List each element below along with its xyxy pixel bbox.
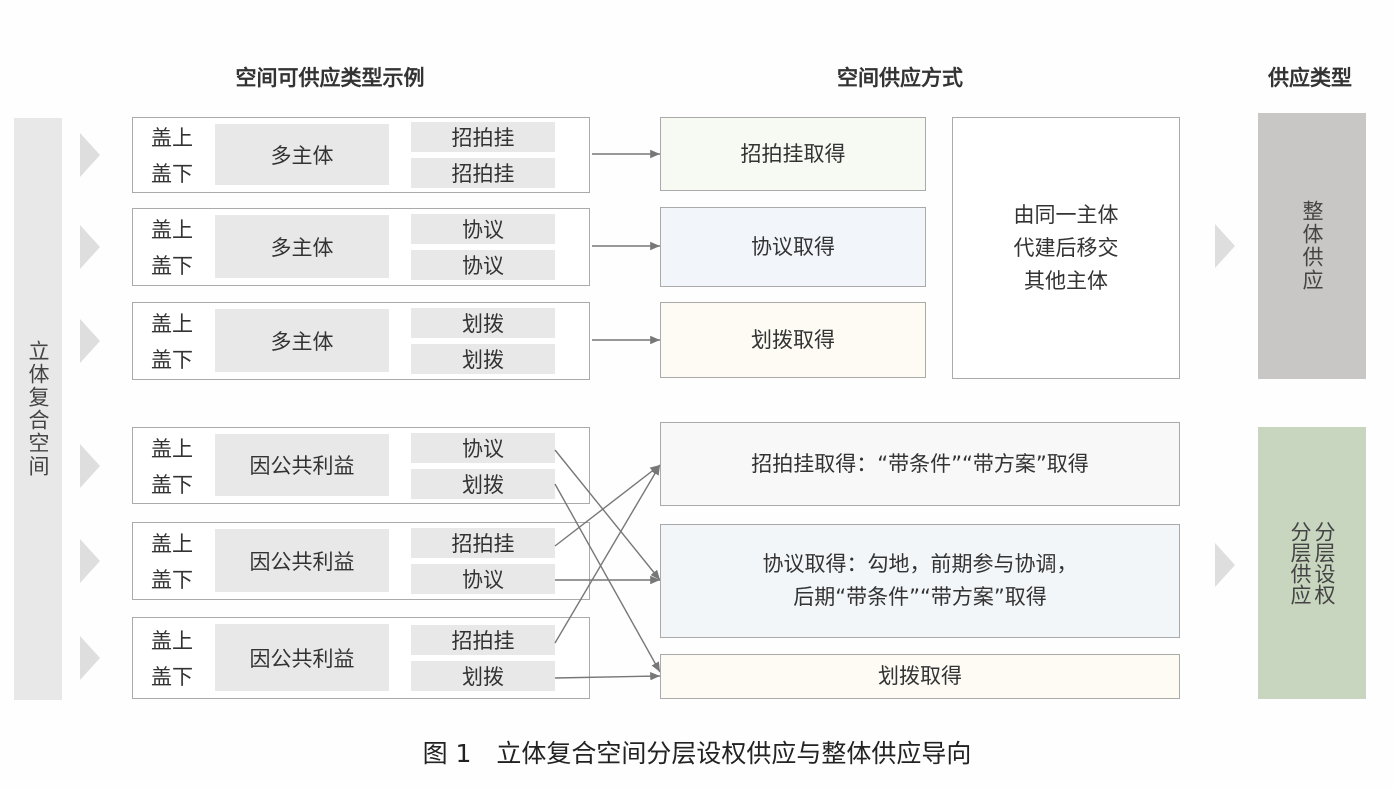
below-cover-label: 盖下 xyxy=(151,472,193,497)
type-layered-supply: 分层供应 分层设权 xyxy=(1258,427,1366,699)
method-box-allocation-2: 划拨取得 xyxy=(660,654,1180,699)
subject-cell: 多主体 xyxy=(215,309,389,372)
method-box-allocation: 划拨取得 xyxy=(660,302,926,378)
connector xyxy=(554,483,661,673)
method-bottom-cell: 划拨 xyxy=(411,344,555,374)
example-row: 盖上 盖下 多主体 协议 协议 xyxy=(132,208,590,286)
above-cover-label: 盖上 xyxy=(151,126,193,150)
header-examples: 空间可供应类型示例 xyxy=(235,66,425,90)
below-cover-label: 盖下 xyxy=(151,348,193,372)
method-label: 划拨取得 xyxy=(751,327,835,352)
connector xyxy=(554,464,661,644)
chevron-right-icon xyxy=(80,319,100,363)
method-bottom-cell: 划拨 xyxy=(411,661,555,691)
method-top-cell: 协议 xyxy=(411,214,555,244)
example-row: 盖上 盖下 多主体 招拍挂 招拍挂 xyxy=(132,117,590,193)
example-row: 盖上 盖下 因公共利益 协议 划拨 xyxy=(132,427,590,504)
chevron-right-icon xyxy=(80,539,100,583)
method-box-bidding-conditional: 招拍挂取得：“带条件”“带方案”取得 xyxy=(660,422,1180,506)
subject-cell: 因公共利益 xyxy=(215,624,389,691)
above-cover-label: 盖上 xyxy=(151,312,193,336)
method-label: 划拨取得 xyxy=(878,664,962,688)
chevron-right-icon xyxy=(80,636,100,680)
below-cover-label: 盖下 xyxy=(151,254,193,278)
method-label: 协议取得：勾地，前期参与协调， 后期“带条件”“带方案”取得 xyxy=(762,552,1078,609)
above-cover-label: 盖上 xyxy=(151,532,193,556)
method-box-bidding: 招拍挂取得 xyxy=(660,117,926,191)
subject-cell: 多主体 xyxy=(215,124,389,185)
method-bottom-cell: 划拨 xyxy=(411,468,555,499)
method-label: 招拍挂取得：“带条件”“带方案”取得 xyxy=(751,451,1089,476)
connector xyxy=(554,449,661,581)
type-whole-supply: 整体供应 xyxy=(1258,113,1366,379)
connector xyxy=(554,464,661,547)
header-methods: 空间供应方式 xyxy=(837,66,963,90)
type-layered-supply-label: 分层供应 xyxy=(1288,521,1312,605)
header-types: 供应类型 xyxy=(1268,66,1352,90)
method-label: 协议取得 xyxy=(751,234,835,259)
method-box-agreement-conditional: 协议取得：勾地，前期参与协调， 后期“带条件”“带方案”取得 xyxy=(660,524,1180,638)
example-row: 盖上 盖下 因公共利益 招拍挂 协议 xyxy=(132,522,590,600)
figure-caption: 图 1 立体复合空间分层设权供应与整体供应导向 xyxy=(422,739,972,768)
method-bottom-cell: 招拍挂 xyxy=(411,158,555,188)
chevron-right-icon xyxy=(80,443,100,488)
type-layered-rights-label: 分层设权 xyxy=(1312,521,1336,605)
method-top-cell: 招拍挂 xyxy=(411,122,555,152)
subject-cell: 因公共利益 xyxy=(215,434,389,496)
subject-cell: 因公共利益 xyxy=(215,529,389,592)
below-cover-label: 盖下 xyxy=(151,162,193,186)
example-row: 盖上 盖下 因公共利益 招拍挂 划拨 xyxy=(132,617,590,699)
chevron-right-icon xyxy=(80,133,100,177)
method-top-cell: 招拍挂 xyxy=(411,528,555,558)
above-cover-label: 盖上 xyxy=(151,218,193,242)
method-box-agreement: 协议取得 xyxy=(660,207,926,287)
method-top-cell: 招拍挂 xyxy=(411,625,555,655)
example-row: 盖上 盖下 多主体 划拨 划拨 xyxy=(132,302,590,380)
type-whole-label: 整体供应 xyxy=(1300,200,1324,292)
chevron-right-icon xyxy=(80,225,100,269)
method-bottom-cell: 协议 xyxy=(411,250,555,280)
chevron-right-icon xyxy=(1215,224,1235,268)
below-cover-label: 盖下 xyxy=(151,665,193,689)
above-cover-label: 盖上 xyxy=(151,629,193,653)
below-cover-label: 盖下 xyxy=(151,568,193,592)
method-top-cell: 划拨 xyxy=(411,308,555,338)
method-bottom-cell: 协议 xyxy=(411,564,555,594)
method-top-cell: 协议 xyxy=(411,432,555,463)
connector xyxy=(554,671,661,681)
joint-construction-label: 由同一主体 代建后移交 其他主体 xyxy=(1013,202,1119,293)
joint-construction-box: 由同一主体 代建后移交 其他主体 xyxy=(952,117,1180,379)
chevron-right-icon xyxy=(1215,543,1235,587)
above-cover-label: 盖上 xyxy=(151,436,193,461)
method-label: 招拍挂取得 xyxy=(740,141,846,166)
left-category-bar: 立体复合空间 xyxy=(14,118,62,700)
subject-cell: 多主体 xyxy=(215,215,389,278)
left-category-label: 立体复合空间 xyxy=(26,340,50,478)
